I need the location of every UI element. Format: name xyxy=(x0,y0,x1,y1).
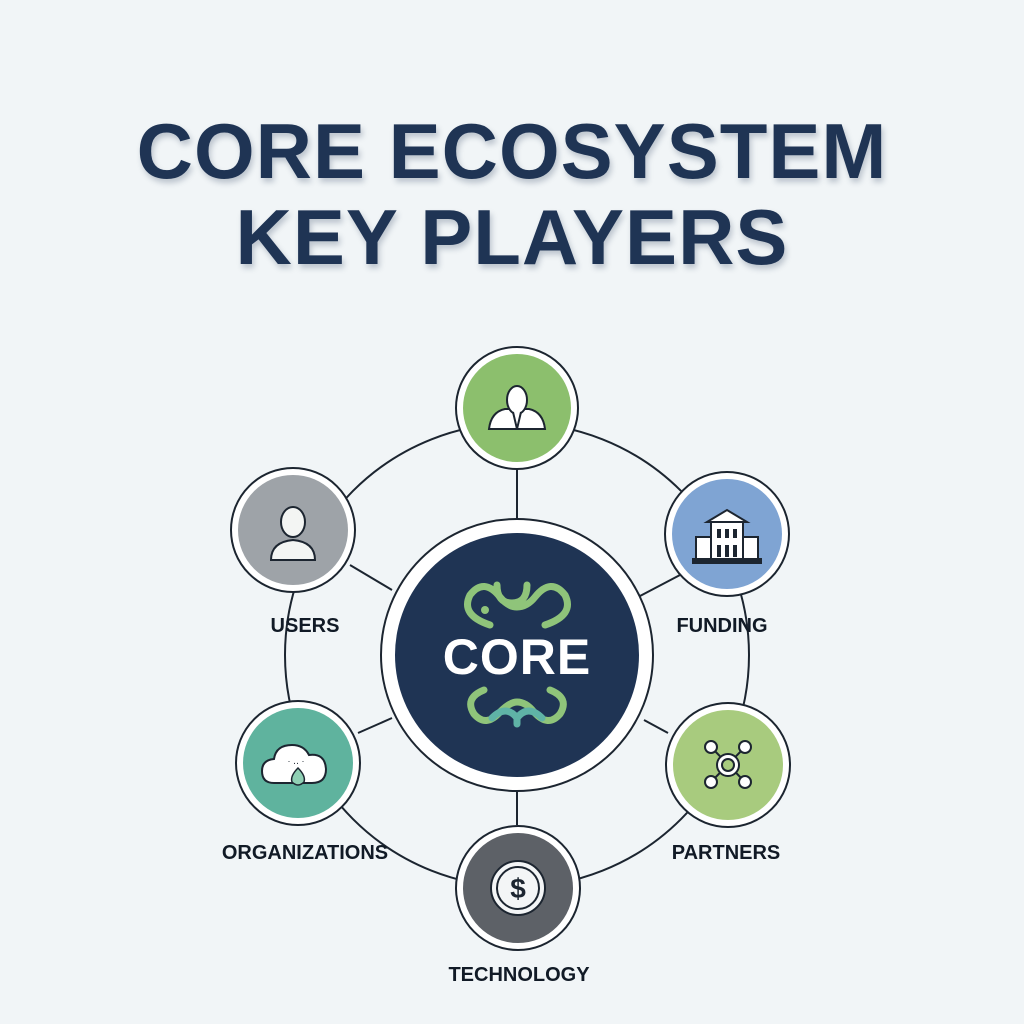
svg-text:· ‥ ·: · ‥ · xyxy=(287,756,304,766)
node-technology[interactable]: $ xyxy=(455,825,581,951)
title-line-1: CORE ECOSYSTEM xyxy=(136,107,888,195)
dollar-coin-icon: $ xyxy=(490,860,546,916)
bank-building-icon xyxy=(692,508,762,564)
businessperson-icon xyxy=(487,385,547,430)
title-line-2: KEY PLAYERS xyxy=(235,193,789,281)
node-organizations[interactable]: · ‥ · xyxy=(235,700,361,826)
svg-text:$: $ xyxy=(510,873,526,904)
user-icon xyxy=(269,506,317,561)
core-hub[interactable] xyxy=(380,518,654,792)
node-funding[interactable] xyxy=(664,471,790,597)
label-users: USERS xyxy=(270,615,340,637)
label-funding: FUNDING xyxy=(676,615,768,637)
node-top[interactable] xyxy=(455,346,579,470)
node-partners[interactable] xyxy=(665,702,791,828)
core-logo-icon xyxy=(464,581,571,728)
label-partners: PARTNERS xyxy=(671,842,781,864)
label-technology: TECHNOLOGY xyxy=(448,964,590,986)
network-hub-icon xyxy=(704,740,752,789)
label-organizations: ORGANIZATIONS xyxy=(221,842,389,864)
node-users[interactable] xyxy=(230,467,356,593)
core-label: CORE xyxy=(442,629,592,685)
cloud-leaf-icon: · ‥ · xyxy=(260,743,328,786)
connector-lines xyxy=(349,468,681,825)
